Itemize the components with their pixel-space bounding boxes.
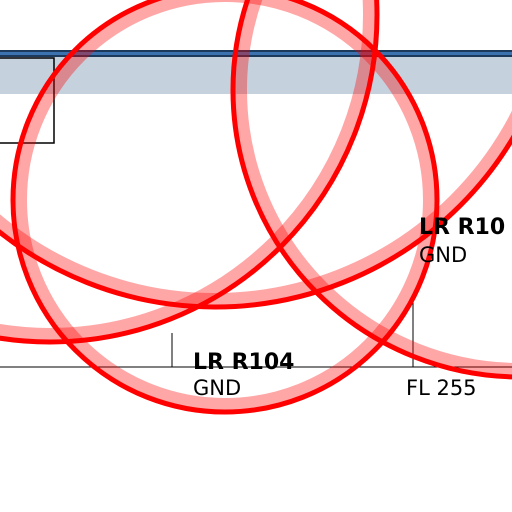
area-b-lower-limit-label: GND	[193, 376, 242, 400]
range-circle-2	[0, 134, 512, 310]
range-circle-4-halo	[13, 0, 437, 412]
restricted-area-band	[0, 55, 512, 94]
airway-border-highlight	[0, 52, 512, 55]
area-b-name-label: LR R104	[193, 350, 295, 375]
range-circle-4	[10, 0, 440, 415]
area-a-lower-limit-label: GND	[419, 243, 468, 267]
range-circle-3	[230, 0, 512, 380]
range-circle-1-halo	[0, 0, 377, 342]
area-a-name-label: LR R10	[419, 215, 506, 240]
flight-level-label: FL 255	[406, 376, 477, 400]
range-circle-3-halo	[233, 0, 512, 377]
chart-box	[0, 57, 55, 144]
range-circle-1	[0, 0, 380, 345]
range-circles	[0, 0, 512, 415]
